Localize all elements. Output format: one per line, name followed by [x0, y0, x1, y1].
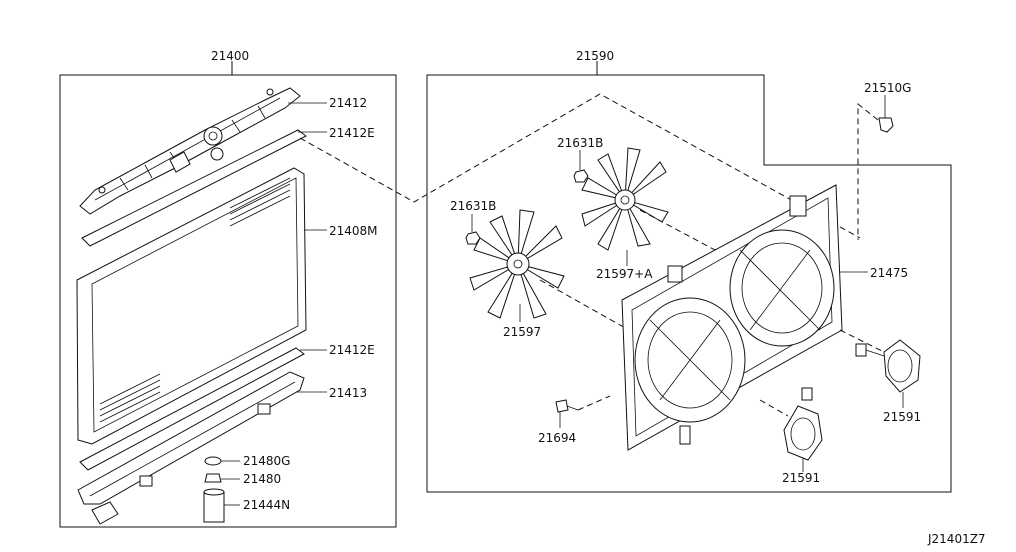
upper-seal [81, 129, 307, 247]
label-fan-assembly: 21590 [576, 49, 614, 63]
label-hose: 21444N [243, 498, 290, 512]
label-upper-seal: 21412E [329, 126, 375, 140]
label-motor-right: 21591 [883, 410, 921, 424]
motor-bottom [783, 387, 823, 461]
upper-tank [79, 87, 301, 215]
label-drain-plug: 21480 [243, 472, 281, 486]
label-screw: 21694 [538, 431, 576, 445]
radiator-group-frame [59, 74, 397, 528]
hose [203, 491, 225, 523]
bracket-clip [878, 117, 894, 133]
label-motor-bottom: 21591 [782, 471, 820, 485]
label-bracket-clip: 21510G [864, 81, 911, 95]
nut-right-icon [573, 169, 589, 183]
label-nut-left: 21631B [450, 199, 496, 213]
fan-left [469, 209, 565, 319]
label-lower-seal: 21412E [329, 343, 375, 357]
label-shroud: 21475 [870, 266, 908, 280]
label-nut-right: 21631B [557, 136, 603, 150]
fan-group-frame [426, 74, 952, 493]
label-core: 21408M [329, 224, 378, 238]
lower-seal [79, 347, 305, 471]
motor-right [855, 339, 921, 393]
label-lower-tank: 21413 [329, 386, 367, 400]
label-radiator-assembly: 21400 [211, 49, 249, 63]
nut-left-icon [465, 231, 481, 245]
label-fan-left: 21597 [503, 325, 541, 339]
label-upper-tank: 21412 [329, 96, 367, 110]
drain-plug [204, 473, 222, 483]
label-drain-gasket: 21480G [243, 454, 290, 468]
diagram-code: J21401Z7 [927, 532, 986, 546]
link-line [299, 93, 861, 239]
radiator-core [76, 167, 307, 445]
label-fan-right: 21597+A [596, 267, 653, 281]
fan-shroud [621, 184, 843, 451]
fan-right [581, 147, 669, 251]
lower-tank [77, 371, 305, 525]
drain-gasket [204, 456, 222, 466]
screw-icon [555, 399, 569, 413]
